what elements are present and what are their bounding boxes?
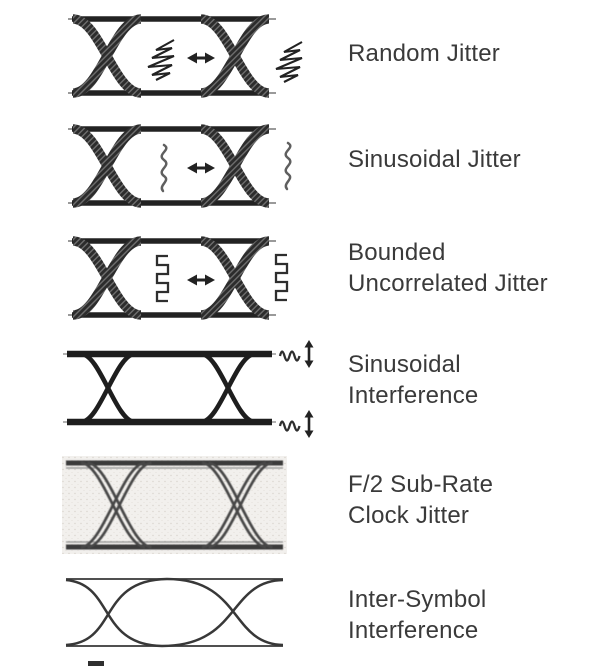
page-crop-artifact bbox=[88, 661, 104, 666]
eye-diagram-bounded-uncorrelated-jitter bbox=[68, 236, 289, 320]
square-wave-icon bbox=[274, 253, 289, 302]
eye-crossings bbox=[72, 14, 270, 98]
eye-diagram-sinusoidal-interference bbox=[63, 340, 314, 438]
eye-diagram-sinusoidal-jitter bbox=[68, 124, 292, 208]
row-label: Bounded Uncorrelated Jitter bbox=[348, 239, 548, 297]
up-down-arrow-icon bbox=[304, 340, 314, 368]
square-wave-icon bbox=[155, 254, 170, 303]
eye-rails bbox=[68, 16, 276, 96]
doubled-eye-crossings bbox=[80, 461, 273, 549]
eye-crossings bbox=[80, 351, 256, 425]
eye-diagram-random-jitter bbox=[68, 14, 303, 98]
slow-transition-traces bbox=[65, 577, 284, 648]
eye-crossings bbox=[72, 124, 270, 208]
row-label: Random Jitter bbox=[348, 40, 500, 67]
row-sinusoidal-interference: Sinusoidal Interference bbox=[0, 338, 600, 440]
sine-squiggle-icon bbox=[160, 143, 168, 193]
left-right-arrow-icon bbox=[187, 162, 215, 174]
eye-rails bbox=[68, 238, 276, 318]
row-sinusoidal-jitter: Sinusoidal Jitter bbox=[0, 120, 600, 216]
row-label: F/2 Sub-Rate Clock Jitter bbox=[348, 471, 494, 529]
eye-rails bbox=[66, 578, 283, 647]
up-down-arrow-icon bbox=[304, 410, 314, 438]
left-right-arrow-icon bbox=[187, 274, 215, 286]
random-noise-squiggle-icon bbox=[147, 39, 175, 81]
eye-crossings bbox=[72, 236, 270, 320]
row-label: Sinusoidal Interference bbox=[348, 351, 479, 409]
row-inter-symbol-interference: Inter-Symbol Interference bbox=[0, 572, 600, 658]
row-label: Inter-Symbol Interference bbox=[348, 586, 487, 644]
row-bounded-uncorrelated-jitter: Bounded Uncorrelated Jitter bbox=[0, 232, 600, 328]
eye-rails bbox=[66, 460, 283, 550]
random-noise-squiggle-icon bbox=[275, 41, 303, 83]
sine-squiggle-icon bbox=[284, 141, 292, 191]
eye-diagram-f2-subrate-clock-jitter bbox=[62, 456, 287, 554]
row-label: Sinusoidal Jitter bbox=[348, 146, 521, 173]
row-f2-subrate-clock-jitter: F/2 Sub-Rate Clock Jitter bbox=[0, 456, 600, 556]
sine-wave-icon bbox=[278, 350, 301, 362]
sine-wave-icon bbox=[278, 420, 301, 432]
eye-diagram-inter-symbol-interference bbox=[65, 577, 284, 648]
eye-rails bbox=[68, 126, 276, 206]
left-right-arrow-icon bbox=[187, 52, 215, 64]
row-random-jitter: Random Jitter bbox=[0, 10, 600, 106]
eye-rails bbox=[63, 350, 276, 426]
